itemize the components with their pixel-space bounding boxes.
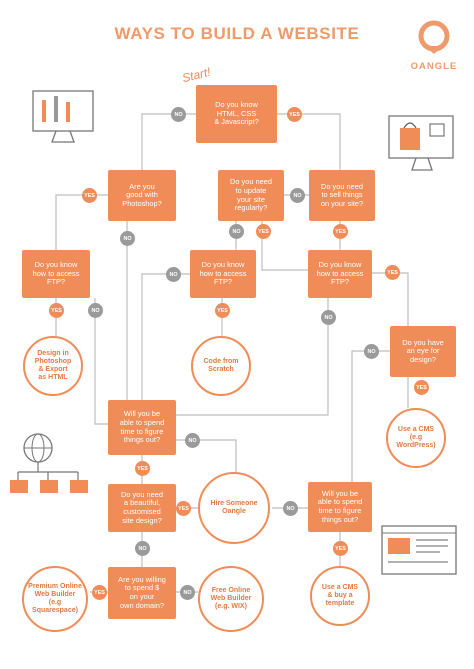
no-badge: NO (290, 188, 305, 203)
question-sell-things: Do you need to sell things on your site? (309, 170, 375, 221)
page-title: WAYS TO BUILD A WEBSITE (114, 24, 360, 43)
no-badge: NO (229, 224, 244, 239)
result-premium-builder: Premium Online Web Builder (e.g Squaresp… (22, 566, 88, 632)
no-badge: NO (364, 344, 379, 359)
yes-badge: YES (333, 224, 348, 239)
no-badge: NO (88, 303, 103, 318)
result-cms-template: Use a CMS & buy a template (310, 566, 370, 626)
monitor-design-tools-icon (32, 90, 94, 143)
result-hire-label: Hire Someone Oangle (210, 499, 258, 515)
question-spend-time-left: Will you be able to spend time to figure… (108, 400, 176, 455)
yes-badge: YES (92, 585, 107, 600)
question-own-domain: Are you willing to spend $ on your own d… (108, 567, 176, 619)
no-badge: NO (185, 433, 200, 448)
monitor-shopping-icon (388, 115, 454, 171)
yes-badge: YES (287, 107, 302, 122)
yes-badge: YES (49, 303, 64, 318)
question-know-html: Do you know HTML, CSS & Javascript? (196, 85, 277, 143)
yes-badge: YES (333, 541, 348, 556)
no-badge: NO (171, 107, 186, 122)
network-globe-icon (10, 433, 88, 493)
location-pin-icon (418, 20, 450, 54)
question-beautiful-design: Do you need a beautiful, customised site… (108, 484, 176, 532)
question-ftp-right: Do you know how to access FTP? (308, 250, 372, 298)
no-badge: NO (135, 541, 150, 556)
question-photoshop: Are you good with Photoshop? (108, 170, 176, 221)
yes-badge: YES (215, 303, 230, 318)
question-update-regularly: Do you need to update your site regularl… (218, 170, 284, 221)
yes-badge: YES (135, 461, 150, 476)
question-eye-for-design: Do you have an eye for design? (390, 326, 456, 377)
result-design-photoshop: Design in Photoshop & Export as HTML (23, 336, 83, 396)
yes-badge: YES (256, 224, 271, 239)
result-hire-oangle: Hire Someone Oangle (198, 472, 270, 544)
result-cms-wordpress: Use a CMS (e.g WordPress) (386, 408, 446, 468)
question-spend-time-right: Will you be able to spend time to figure… (308, 482, 372, 532)
logo-text: OANGLE (410, 61, 458, 72)
no-badge: NO (120, 231, 135, 246)
browser-window-icon (381, 525, 457, 575)
yes-badge: YES (176, 501, 191, 516)
no-badge: NO (180, 585, 195, 600)
question-ftp-middle: Do you know how to access FTP? (190, 250, 256, 298)
no-badge: NO (166, 267, 181, 282)
no-badge: NO (283, 501, 298, 516)
no-badge: NO (321, 310, 336, 325)
question-ftp-left: Do you know how to access FTP? (22, 250, 90, 298)
yes-badge: YES (82, 188, 97, 203)
yes-badge: YES (385, 265, 400, 280)
result-free-builder: Free Online Web Builder (e.g. WIX) (198, 566, 264, 632)
result-code-scratch: Code from Scratch (191, 336, 251, 396)
yes-badge: YES (414, 380, 429, 395)
logo: OANGLE (410, 20, 458, 72)
